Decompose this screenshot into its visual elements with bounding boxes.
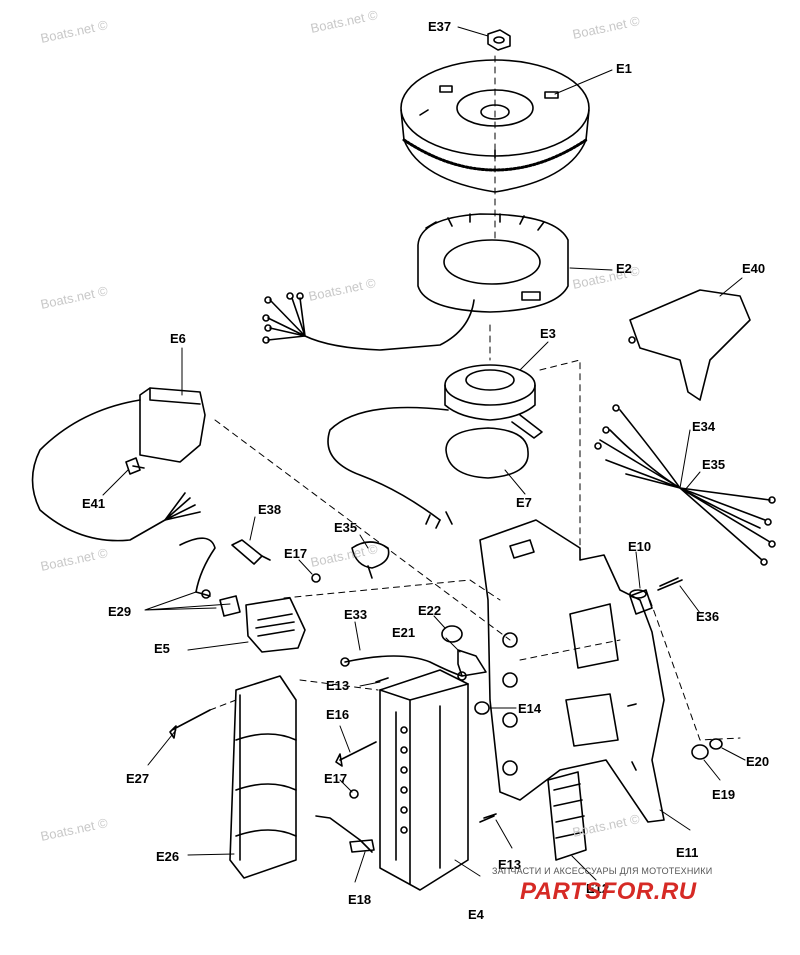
callout-e40: E40: [742, 261, 766, 276]
partsfor-logo: PARTSFOR.RU: [520, 878, 697, 905]
banner-text: ЗАПЧАСТИ И АКСЕССУАРЫ ДЛЯ МОТОТЕХНИКИ: [492, 866, 713, 876]
part-e13-screw-lower: [479, 813, 497, 823]
callout-e20: E20: [746, 754, 770, 769]
part-e29-lead: [179, 537, 241, 617]
part-e38-sender: [231, 539, 271, 565]
callout-e34: E34: [692, 419, 716, 434]
part-e19-spacer: [691, 744, 709, 760]
callout-e33: E33: [344, 607, 368, 622]
callout-e19: E19: [712, 787, 736, 802]
callout-e3: E3: [540, 326, 556, 341]
part-e40-bracket: [628, 289, 751, 401]
callout-e16: E16: [326, 707, 350, 722]
part-e41-screw: [125, 457, 145, 475]
callout-e6: E6: [170, 331, 186, 346]
callout-e17-lower: E17: [324, 771, 348, 786]
callout-e29: E29: [108, 604, 132, 619]
part-e16-bolt: [335, 741, 377, 767]
callout-e13-upper: E13: [326, 678, 350, 693]
callout-e26: E26: [156, 849, 180, 864]
callout-e13-lower: E13: [498, 857, 522, 872]
callout-e5: E5: [154, 641, 170, 656]
assembly-lines: [209, 55, 741, 741]
callout-e14: E14: [518, 701, 542, 716]
callout-e7: E7: [516, 495, 532, 510]
part-e11-plate: [479, 519, 665, 823]
callout-e38: E38: [258, 502, 282, 517]
callout-e17-upper: E17: [284, 546, 308, 561]
callout-e11: E11: [676, 845, 699, 860]
callout-e4: E4: [468, 907, 484, 922]
part-e13-screw-upper: [375, 677, 389, 683]
callout-e10: E10: [628, 539, 652, 554]
part-e4-module: [379, 669, 469, 891]
part-e5-coil: [245, 597, 306, 653]
callout-e36: E36: [696, 609, 720, 624]
part-e26-coil-pack: [229, 675, 297, 879]
callout-e27: E27: [126, 771, 150, 786]
callout-e2: E2: [616, 261, 632, 276]
leader-lines: [102, 26, 746, 883]
part-e2-stator: [262, 213, 569, 351]
part-e34-harness: [594, 404, 776, 566]
part-e33-lead: [340, 655, 467, 681]
callout-e12: E12: [586, 881, 610, 896]
part-e6-switchbox: [31, 387, 206, 542]
part-e14-grommet: [474, 701, 490, 715]
part-e17-nut: [311, 573, 321, 583]
callout-e22: E22: [418, 603, 442, 618]
part-e10-spacer: [629, 589, 653, 615]
part-e7-ring: [445, 427, 529, 479]
part-e37-nut: [487, 29, 511, 51]
part-e18-terminal: [315, 815, 375, 853]
part-e3-trigger: [327, 364, 543, 529]
callout-e1: E1: [616, 61, 632, 76]
part-e35-clamp: [351, 541, 390, 579]
callout-e21: E21: [392, 625, 416, 640]
part-e21-bracket: [457, 649, 487, 677]
part-e27-bolt: [169, 709, 211, 739]
callout-e18: E18: [348, 892, 372, 907]
callout-e35-clamp: E35: [334, 520, 358, 535]
part-e22-grommet: [441, 625, 463, 643]
part-e12-terminal-block: [547, 771, 587, 861]
callout-e37: E37: [428, 19, 452, 34]
part-e36-screw: [657, 577, 683, 591]
callout-e35-harness: E35: [702, 457, 726, 472]
part-e20-washer: [709, 738, 723, 750]
callout-e41: E41: [82, 496, 106, 511]
part-e17-nut-lower: [349, 789, 359, 799]
